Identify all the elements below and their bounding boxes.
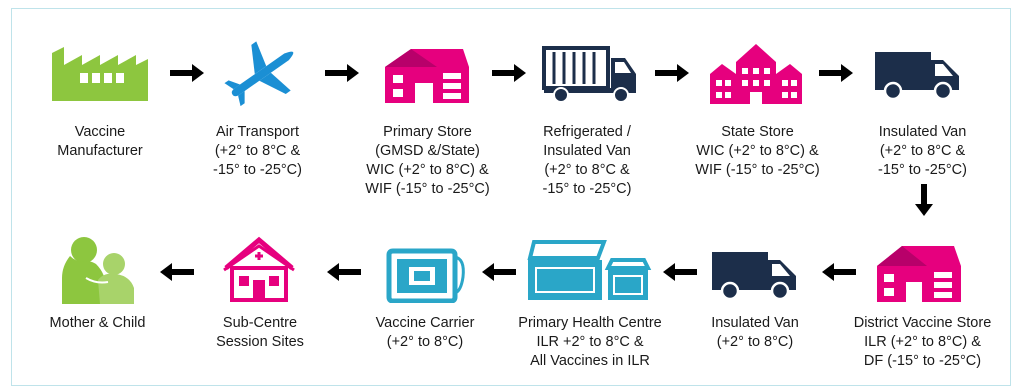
arrow-left-icon (327, 263, 361, 286)
label-line: DF (-15° to -25°C) (863, 353, 982, 369)
factory-icon (52, 47, 148, 101)
arrow-right-icon (819, 64, 853, 87)
insulated-van-icon (875, 52, 959, 100)
label-line: Mother & Child (49, 315, 146, 331)
label-line: WIF (-15° to -25°C) (695, 162, 820, 178)
health-house-icon (223, 236, 295, 302)
district-store-building-icon (877, 246, 961, 302)
insulated-van-icon (712, 252, 796, 300)
label-line: (+2° to 8°C & (544, 162, 630, 178)
label-line: (+2° to 8°C) (386, 334, 464, 350)
arrow-left-icon (160, 263, 194, 286)
label-line: Insulated Van (878, 124, 967, 140)
label-line: All Vaccines in ILR (530, 353, 650, 369)
label-line: Insulated Van (543, 143, 631, 159)
label-line: (+2° to 8°C & (879, 143, 966, 159)
mother-child-icon (62, 237, 134, 304)
label-line: Session Sites (216, 334, 304, 350)
airplane-icon (224, 41, 294, 107)
arrow-right-icon (325, 64, 359, 87)
label-line: WIF (-15° to -25°C) (365, 181, 490, 197)
label-line: -15° to -25°C) (542, 181, 632, 197)
diagram-frame (11, 8, 1011, 386)
store-building-icon (385, 49, 469, 103)
label-line: WIC (+2° to 8°C) & (696, 143, 819, 159)
label-line: State Store (721, 124, 794, 140)
label-line: Insulated Van (711, 315, 799, 331)
label-line: ILR +2° to 8°C & (536, 334, 644, 350)
label-line: Primary Store (383, 124, 472, 140)
label-line: -15° to -25°C) (213, 162, 302, 178)
label-line: ILR (+2° to 8°C) & (864, 334, 981, 350)
arrow-right-icon (492, 64, 526, 87)
arrow-right-icon (655, 64, 689, 87)
label-line: (+2° to 8°C & (214, 143, 301, 159)
label-line: Manufacturer (57, 143, 143, 159)
label-line: Sub-Centre (222, 315, 298, 331)
arrow-left-icon (663, 263, 697, 286)
label-line: -15° to -25°C) (878, 162, 967, 178)
label-line: Vaccine (74, 124, 126, 140)
arrow-down-icon (915, 184, 933, 221)
label-line: Refrigerated / (543, 124, 631, 140)
refrigerated-truck-icon (542, 46, 636, 103)
ilr-freezer-icon (527, 240, 652, 300)
arrow-left-icon (482, 263, 516, 286)
vaccine-carrier-icon (386, 248, 465, 303)
arrow-right-icon (170, 64, 204, 87)
label-line: (GMSD &/State) (375, 143, 480, 159)
state-store-building-icon (710, 44, 802, 104)
label-line: (+2° to 8°C) (716, 334, 794, 350)
label-line: Air Transport (216, 124, 299, 140)
label-line: WIC (+2° to 8°C) & (366, 162, 489, 178)
label-line: District Vaccine Store (853, 315, 992, 331)
arrow-left-icon (822, 263, 856, 286)
label-line: Primary Health Centre (518, 315, 662, 331)
label-line: Vaccine Carrier (375, 315, 475, 331)
